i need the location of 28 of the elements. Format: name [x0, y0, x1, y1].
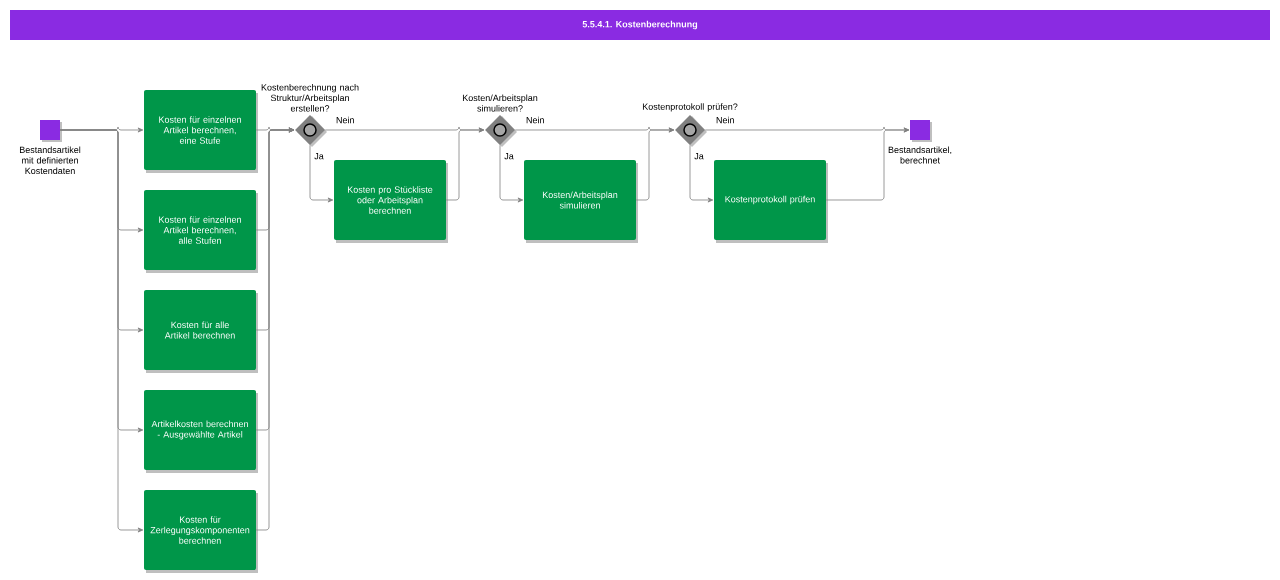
- edge-label: Ja: [313, 152, 325, 161]
- arrow: [255, 127, 295, 531]
- task-box: Kosten für alle Artikel berechnen: [144, 290, 258, 373]
- arrow: [499, 144, 524, 203]
- arrow: [445, 127, 485, 201]
- task-box: Kosten für einzelnen Artikel berechnen, eine Stufe: [144, 90, 258, 173]
- event-label: Bestandsartikel mit definierten Kostendaten: [20, 146, 81, 174]
- edge-label: Ja: [503, 152, 515, 161]
- arrow: [309, 144, 334, 203]
- task-box: Kosten/Arbeitsplan simulieren: [524, 160, 638, 243]
- task-box: Kosten pro Stückliste oder Arbeitsplan berechnen: [334, 160, 448, 243]
- gateway-label: Kostenberechnung nach Struktur/Arbeitsplan erstellen?: [261, 84, 359, 112]
- event-label: Bestandsartikel, berechnet: [888, 146, 952, 164]
- gateway-label: Kostenprotokoll prüfen?: [642, 103, 738, 112]
- arrow: [825, 127, 910, 201]
- task-box: Kosten für einzelnen Artikel berechnen, alle Stufen: [144, 190, 258, 273]
- arrow: [635, 127, 675, 201]
- edge-label: Nein: [524, 115, 546, 125]
- task-box: Kostenprotokoll prüfen: [714, 160, 828, 243]
- title-bar: 5.5.4.1. Kostenberechnung: [10, 10, 1270, 40]
- edge-label: Ja: [693, 152, 705, 161]
- arrow: [59, 129, 144, 533]
- gateway-label: Kosten/Arbeitsplan simulieren?: [462, 94, 538, 112]
- edge-label: Nein: [334, 115, 356, 125]
- task-box: Artikelkosten berechnen - Ausgewählte Artikel: [144, 390, 258, 473]
- arrow: [689, 144, 714, 203]
- edge-label: Nein: [714, 115, 736, 125]
- task-box: Kosten für Zerlegungskomponenten berechnen: [144, 490, 258, 573]
